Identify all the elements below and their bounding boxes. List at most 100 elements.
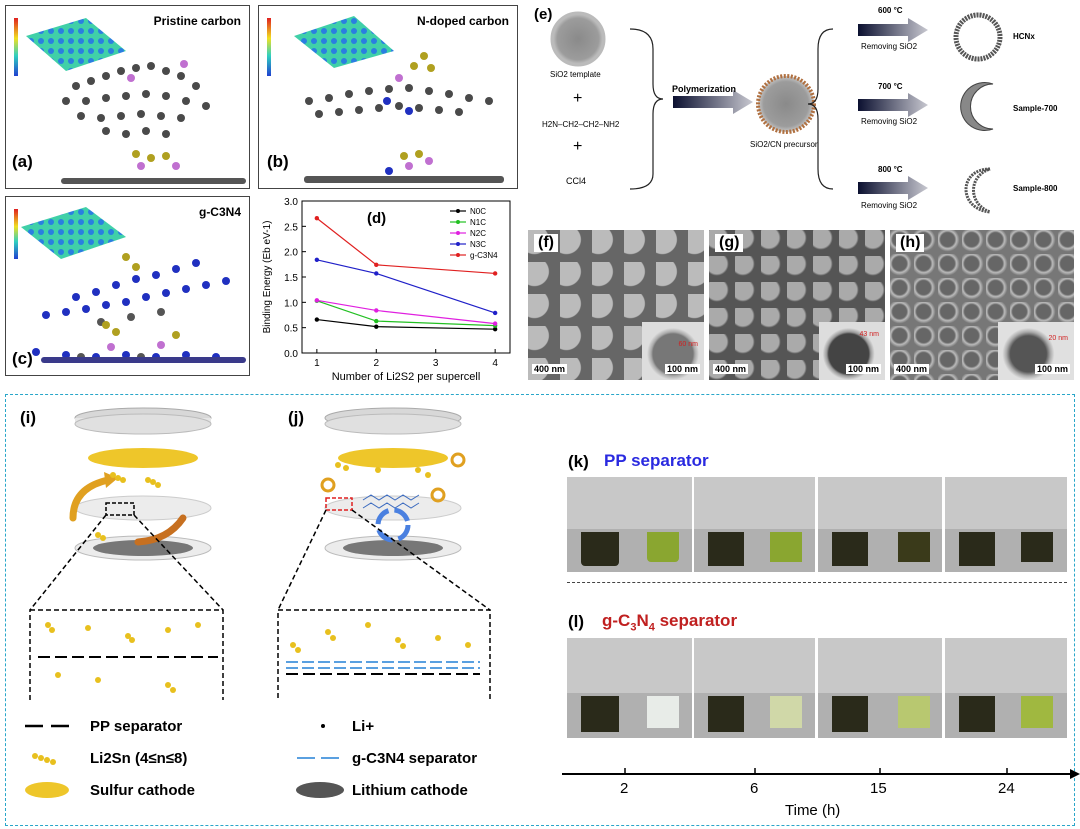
scalebar-inset-h: 100 nm — [1034, 364, 1070, 374]
panel-b-title: N-doped carbon — [417, 14, 509, 28]
x-tick-label: 4 — [492, 358, 498, 369]
legend-marker-N1C — [456, 220, 460, 224]
n-doped-carbon-structure — [267, 16, 504, 183]
panel-j-label: (j) — [288, 408, 305, 427]
scalebar-inset-g: 100 nm — [845, 364, 881, 374]
panel-a-label: (a) — [12, 152, 33, 171]
time-tick-6: 6 — [750, 780, 759, 797]
series-point-g-C3N4 — [374, 262, 379, 268]
legend-label-N2C: N2C — [470, 229, 486, 238]
photo-k-15h — [818, 477, 942, 572]
panel-g-label: (g) — [715, 234, 744, 252]
legend-marker-N0C — [456, 209, 460, 213]
x-tick-label: 3 — [433, 358, 439, 369]
route-800-temp: 800 °C — [878, 165, 903, 174]
route-800-removing: Removing SiO2 — [861, 201, 918, 210]
y-tick-label: 1.0 — [284, 298, 298, 309]
photo-k-2h — [567, 477, 692, 572]
y-axis-label: Binding Energy (Eb eV-1) — [262, 221, 273, 334]
route-600-product: HCNx — [1013, 32, 1035, 41]
sem-image-h: (h) 20 nm 400 nm 100 nm — [890, 230, 1074, 380]
gc3n4-structure — [14, 207, 246, 363]
cell-schematic-j — [277, 407, 491, 700]
series-point-N3C — [492, 310, 498, 316]
x-tick-label: 1 — [314, 358, 320, 369]
panel-c-label: (c) — [12, 349, 33, 368]
route-800-product: Sample-800 — [1013, 184, 1058, 193]
time-tick-15: 15 — [870, 780, 887, 797]
sem-image-f: (f) 60 nm 400 nm 100 nm — [528, 230, 704, 380]
photo-k-24h — [945, 477, 1067, 572]
photo-k-6h — [694, 477, 815, 572]
y-tick-label: 2.0 — [284, 248, 298, 259]
sio2-template-label: SiO2 template — [550, 70, 601, 79]
series-point-N1C — [374, 318, 379, 324]
bottom-dashed-frame — [5, 394, 1075, 826]
time-axis-label: Time (h) — [785, 802, 841, 819]
time-tick-24: 24 — [998, 780, 1015, 797]
legend-label-N3C: N3C — [470, 240, 486, 249]
panel-h-label: (h) — [896, 234, 925, 252]
route-700-removing: Removing SiO2 — [861, 117, 918, 126]
polymerization-label: Polymerization — [672, 84, 737, 94]
series-line-g-C3N4 — [316, 217, 496, 275]
series-point-N2C — [492, 321, 498, 326]
route-700-product: Sample-700 — [1013, 104, 1058, 113]
scalebar-main-g: 400 nm — [713, 364, 749, 374]
series-point-N2C — [314, 298, 320, 303]
panel-a: (a) Pristine carbon — [5, 5, 250, 189]
legend-label-g-C3N4: g-C3N4 — [470, 251, 498, 260]
x-tick-label: 2 — [374, 358, 380, 369]
photo-l-24h — [945, 638, 1067, 738]
legend-li2sn: Li2Sn (4≤n≤8) — [90, 750, 188, 767]
precursor-label: SiO2/CN precursor — [750, 140, 818, 149]
panel-e: (e) SiO2 template + H2N–CH2–CH2–NH2 + CC… — [528, 4, 1076, 224]
ccl4-label: CCl4 — [566, 176, 587, 186]
legend-label-N0C: N0C — [470, 207, 486, 216]
inset-size-f: 60 nm — [678, 341, 698, 348]
y-tick-label: 3.0 — [284, 197, 298, 208]
cell-schematic-i — [29, 407, 224, 700]
panel-e-label: (e) — [534, 6, 553, 23]
legend-label-N1C: N1C — [470, 218, 486, 227]
series-point-N0C — [492, 326, 498, 332]
route-600-temp: 600 °C — [878, 6, 903, 15]
plus-sign-2: + — [573, 138, 583, 155]
legend-lithium-cathode: Lithium cathode — [352, 782, 468, 799]
scalebar-inset-f: 100 nm — [664, 364, 700, 374]
panel-f-label: (f) — [534, 234, 558, 252]
ethylenediamine-label: H2N–CH2–CH2–NH2 — [542, 120, 620, 129]
series-point-N3C — [374, 271, 379, 276]
legend-li-ion: Li+ — [352, 718, 375, 735]
kl-divider — [567, 582, 1067, 583]
y-tick-label: 2.5 — [284, 222, 298, 233]
route-700-temp: 700 °C — [878, 82, 903, 91]
panel-l-label: (l) — [568, 612, 585, 631]
synthesis-scheme — [550, 11, 1003, 214]
series-point-N2C — [374, 308, 379, 313]
plus-sign-1: + — [573, 90, 583, 107]
panel-b-label: (b) — [267, 152, 289, 171]
panel-l-title: g-C3N4 separator — [602, 611, 738, 634]
panel-k-label: (k) — [568, 452, 589, 471]
photo-l-15h — [818, 638, 942, 738]
pristine-carbon-structure — [14, 18, 246, 184]
time-axis — [562, 768, 1080, 779]
panel-a-title: Pristine carbon — [153, 14, 241, 28]
scalebar-main-f: 400 nm — [532, 364, 568, 374]
time-tick-2: 2 — [620, 780, 629, 797]
legend-pp-separator: PP separator — [90, 718, 183, 735]
inset-size-h: 20 nm — [1048, 335, 1068, 342]
panel-d-label: (d) — [367, 210, 386, 227]
y-tick-label: 0.5 — [284, 324, 298, 335]
route-600-removing: Removing SiO2 — [861, 42, 918, 51]
series-point-g-C3N4 — [492, 271, 498, 276]
series-point-N0C — [374, 324, 379, 329]
panel-k-title: PP separator — [604, 451, 709, 470]
series-point-g-C3N4 — [314, 216, 320, 221]
sem-image-g: (g) 43 nm 400 nm 100 nm — [709, 230, 885, 380]
legend-marker-N2C — [456, 231, 460, 235]
legend-sulfur-cathode: Sulfur cathode — [90, 782, 196, 799]
panel-b: (b) N-doped carbon — [258, 5, 518, 189]
